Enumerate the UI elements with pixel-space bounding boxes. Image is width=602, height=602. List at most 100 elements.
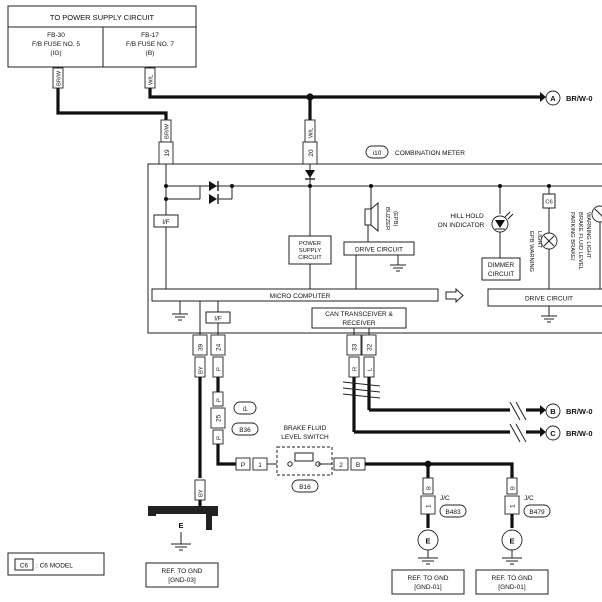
svg-text:B479: B479 bbox=[529, 509, 545, 516]
fuse-left-line1: FB-30 bbox=[47, 32, 65, 39]
connector-a: A BR/W-0 bbox=[540, 90, 593, 106]
svg-text:MICRO COMPUTER: MICRO COMPUTER bbox=[270, 293, 331, 300]
buzzer-epb: BUZZER (EPB) bbox=[364, 201, 398, 242]
meter-title: COMBINATION METER bbox=[395, 150, 465, 157]
connector-c: C BR/W-0 bbox=[540, 425, 593, 441]
svg-text:CAN TRANSCEIVER &: CAN TRANSCEIVER & bbox=[325, 311, 393, 318]
if-bottom-block: I/F bbox=[199, 301, 231, 335]
ground-gnd-01-b483: B 1 J/C B483 E REF. TO GND [GND-01] bbox=[391, 477, 467, 595]
fuse-right-line3: (B) bbox=[146, 50, 155, 57]
svg-text:39: 39 bbox=[198, 343, 205, 351]
if-left-block: I/F bbox=[153, 214, 179, 289]
svg-text:B16: B16 bbox=[299, 484, 311, 491]
fuse-left-line2: F/B FUSE NO. 5 bbox=[32, 41, 80, 48]
dimmer-circuit-block: DIMMER CIRCUIT bbox=[481, 257, 521, 281]
top-wires bbox=[56, 67, 540, 140]
wire-tag-brw-mid: BR/W bbox=[160, 119, 172, 143]
svg-text:BRAKE FLUID LEVEL: BRAKE FLUID LEVEL bbox=[577, 212, 583, 270]
svg-text:[GND-01]: [GND-01] bbox=[414, 584, 442, 591]
svg-text:P: P bbox=[217, 436, 223, 440]
svg-text:DRIVE CIRCUIT: DRIVE CIRCUIT bbox=[525, 296, 573, 303]
svg-text:P: P bbox=[217, 367, 223, 371]
svg-text:HILL HOLD: HILL HOLD bbox=[450, 213, 484, 220]
svg-text:C: C bbox=[550, 429, 556, 438]
wire-tag-wl-mid: W/L bbox=[304, 119, 316, 143]
svg-text:32: 32 bbox=[367, 343, 374, 351]
fuse-right-line2: F/B FUSE NO. 7 bbox=[126, 41, 174, 48]
power-supply-box: TO POWER SUPPLY CIRCUIT FB-30 F/B FUSE N… bbox=[7, 5, 197, 68]
connector-i1-b36: P 25 P i1 B36 bbox=[210, 391, 259, 466]
svg-text:C6: C6 bbox=[20, 563, 29, 570]
svg-text:CIRCUIT: CIRCUIT bbox=[488, 271, 514, 278]
legend-c6-model: C6 : C6 MODEL bbox=[7, 552, 105, 576]
svg-text:1: 1 bbox=[510, 504, 517, 508]
svg-text:19: 19 bbox=[164, 149, 171, 157]
svg-text:R: R bbox=[353, 367, 359, 371]
svg-text:24: 24 bbox=[216, 343, 223, 351]
svg-text:SUPPLY: SUPPLY bbox=[299, 248, 322, 254]
svg-text:B: B bbox=[511, 486, 517, 490]
svg-text:J/C: J/C bbox=[524, 495, 534, 502]
fuse-right-line1: FB-17 bbox=[141, 32, 159, 39]
svg-text:RECEIVER: RECEIVER bbox=[342, 320, 376, 327]
svg-text:I/F: I/F bbox=[214, 316, 222, 323]
meter-bottom-terminals: 39 24 33 32 bbox=[192, 334, 377, 356]
svg-text:BY: BY bbox=[199, 366, 205, 374]
svg-text:W/L: W/L bbox=[149, 74, 155, 85]
svg-text:[GND-03]: [GND-03] bbox=[168, 577, 196, 584]
svg-text:: C6 MODEL: : C6 MODEL bbox=[36, 563, 73, 570]
svg-text:E: E bbox=[178, 521, 183, 530]
svg-text:BR/W-0: BR/W-0 bbox=[566, 429, 593, 438]
can-transceiver-block: CAN TRANSCEIVER & RECEIVER bbox=[311, 307, 407, 335]
svg-text:(EPB): (EPB) bbox=[392, 211, 398, 227]
svg-text:WARNING LIGHT: WARNING LIGHT bbox=[585, 212, 591, 259]
svg-text:BR/W: BR/W bbox=[57, 70, 63, 86]
svg-text:B: B bbox=[356, 462, 360, 469]
svg-text:DIMMER: DIMMER bbox=[488, 262, 515, 269]
ground-gnd-03: BY E REF. TO GND [GND-03] bbox=[145, 479, 219, 588]
svg-text:PARKING BRAKE/: PARKING BRAKE/ bbox=[569, 212, 575, 261]
brake-fluid-level-switch: BRAKE FLUID LEVEL SWITCH P 1 2 B B16 bbox=[235, 425, 514, 493]
parking-brake-warning-light: PARKING BRAKE/ BRAKE FLUID LEVEL WARNING… bbox=[569, 205, 602, 289]
svg-text:BY: BY bbox=[199, 489, 205, 497]
svg-text:EPB WARNING: EPB WARNING bbox=[528, 231, 534, 273]
lower-wiring bbox=[198, 377, 540, 478]
svg-text:DRIVE CIRCUIT: DRIVE CIRCUIT bbox=[355, 247, 403, 254]
meter-ground-left bbox=[172, 301, 188, 321]
svg-text:B: B bbox=[550, 407, 556, 416]
power-supply-title: TO POWER SUPPLY CIRCUIT bbox=[50, 13, 155, 22]
connector-b: B BR/W-0 bbox=[540, 403, 593, 419]
svg-text:P: P bbox=[241, 462, 245, 469]
svg-text:BR/W-0: BR/W-0 bbox=[566, 407, 593, 416]
svg-text:E: E bbox=[509, 537, 514, 546]
svg-text:B36: B36 bbox=[239, 427, 251, 434]
svg-text:2: 2 bbox=[339, 462, 343, 469]
svg-text:LEVEL SWITCH: LEVEL SWITCH bbox=[281, 434, 329, 441]
wire-tags-below-meter: BY P R L bbox=[194, 356, 375, 378]
svg-text:[GND-01]: [GND-01] bbox=[498, 584, 526, 591]
svg-text:CIRCUIT: CIRCUIT bbox=[298, 255, 322, 261]
svg-text:L: L bbox=[368, 367, 374, 371]
svg-text:LIGHT: LIGHT bbox=[536, 231, 542, 249]
svg-text:BR/W-0: BR/W-0 bbox=[566, 94, 593, 103]
c6-tag: C6 bbox=[545, 200, 552, 206]
wire-tag-brw-top: BR/W bbox=[52, 67, 64, 89]
svg-text:REF. TO GND: REF. TO GND bbox=[492, 575, 533, 582]
micro-computer-block: MICRO COMPUTER bbox=[151, 287, 464, 304]
svg-text:J/C: J/C bbox=[440, 495, 450, 502]
svg-text:I/F: I/F bbox=[162, 219, 170, 226]
svg-text:P: P bbox=[217, 398, 223, 402]
epb-warning-light: C6 EPB WARNING LIGHT bbox=[528, 184, 558, 289]
svg-text:E: E bbox=[425, 537, 430, 546]
svg-text:1: 1 bbox=[258, 462, 262, 469]
fuse-left-line3: (IG) bbox=[50, 50, 61, 57]
svg-text:BRAKE FLUID: BRAKE FLUID bbox=[284, 425, 327, 432]
hill-hold-indicator: HILL HOLD ON INDICATOR bbox=[438, 211, 514, 258]
svg-text:ON INDICATOR: ON INDICATOR bbox=[438, 222, 485, 229]
svg-text:BR/W: BR/W bbox=[165, 123, 171, 139]
meter-internal-wiring bbox=[164, 164, 602, 236]
drive-circuit-block: DRIVE CIRCUIT bbox=[343, 241, 415, 289]
ground-gnd-01-b479: B 1 J/C B479 E REF. TO GND [GND-01] bbox=[475, 477, 551, 595]
svg-text:25: 25 bbox=[216, 414, 223, 422]
